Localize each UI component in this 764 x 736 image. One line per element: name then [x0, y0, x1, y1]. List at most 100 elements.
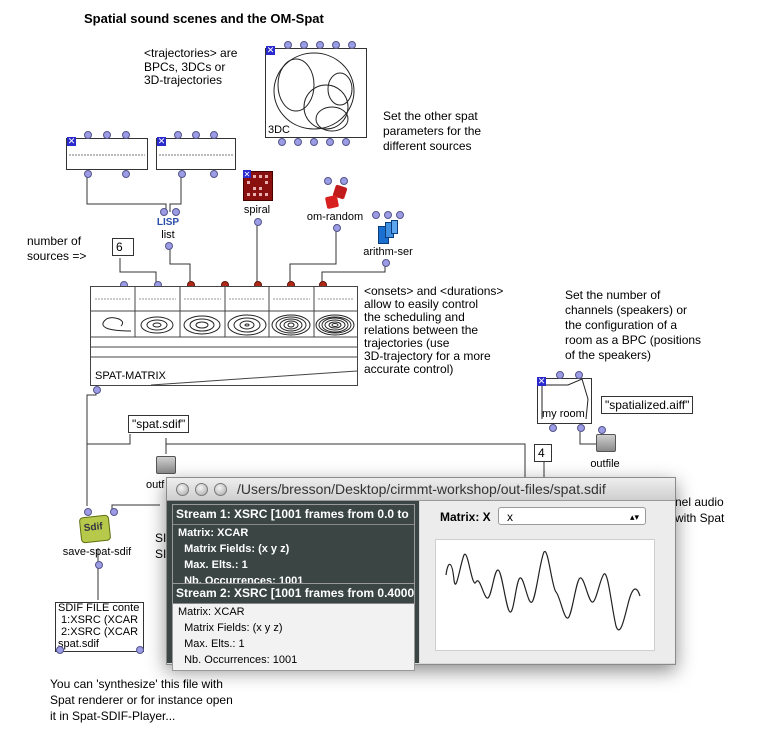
stream-matrix: Matrix: XCAR: [178, 527, 249, 539]
note-onsets-7: accurate control): [364, 362, 454, 376]
outlet[interactable]: [278, 138, 286, 146]
inlet[interactable]: [340, 177, 348, 185]
bpc-box-1[interactable]: [66, 138, 148, 170]
outlet[interactable]: [210, 170, 218, 178]
lock-icon[interactable]: ✕: [537, 376, 546, 386]
zoom-button[interactable]: [214, 483, 227, 496]
window-title: /Users/bresson/Desktop/cirmmt-workshop/o…: [237, 481, 606, 497]
inlet[interactable]: [103, 131, 111, 139]
note-synth-1: You can 'synthesize' this file with: [50, 677, 223, 691]
note-synth-2: Spat renderer or for instance open: [50, 693, 233, 707]
spiral-label: spiral: [243, 204, 271, 216]
stream-fields: Matrix Fields: (x y z): [178, 543, 290, 555]
outlet[interactable]: [122, 170, 130, 178]
inlet[interactable]: [372, 211, 380, 219]
aiff-name-value[interactable]: "spatialized.aiff": [601, 396, 694, 414]
room-bpc-box[interactable]: my room: [537, 378, 592, 424]
nsources-value[interactable]: 6: [112, 238, 134, 256]
outlet[interactable]: [56, 646, 64, 654]
outlet[interactable]: [93, 386, 101, 394]
inlet[interactable]: [284, 41, 292, 49]
close-button[interactable]: [176, 483, 189, 496]
inlet[interactable]: [84, 508, 92, 516]
inlet[interactable]: [160, 208, 168, 216]
list-label[interactable]: list: [161, 229, 175, 241]
folder-icon[interactable]: [596, 434, 616, 452]
inlet[interactable]: [348, 41, 356, 49]
note-other-1: Set the other spat: [383, 109, 478, 123]
outlet[interactable]: [577, 424, 585, 432]
note-partial-1: nel audio: [675, 495, 724, 509]
note-trajectories-2: BPCs, 3DCs or: [144, 60, 226, 74]
inlet[interactable]: [110, 508, 118, 516]
channels-value[interactable]: 4: [534, 444, 552, 462]
inlet[interactable]: [210, 131, 218, 139]
sdif-file-line-4: spat.sdif: [58, 638, 99, 650]
outlet[interactable]: [294, 138, 302, 146]
save-spat-sdif-label: save-spat-sdif: [62, 546, 132, 558]
inlet[interactable]: [316, 41, 324, 49]
outlet[interactable]: [342, 138, 350, 146]
lock-icon[interactable]: ✕: [67, 136, 76, 146]
sdif-file-line-3: 2:XSRC (XCAR: [58, 626, 139, 638]
lock-icon[interactable]: ✕: [157, 136, 166, 146]
matrix-field-label: Matrix: X: [440, 510, 491, 524]
inlet[interactable]: [396, 211, 404, 219]
inlet[interactable]: [324, 177, 332, 185]
note-onsets-1: <onsets> and <durations>: [364, 284, 504, 298]
note-trajectories-3: 3D-trajectories: [144, 73, 223, 87]
outlet[interactable]: [136, 646, 144, 654]
outlet[interactable]: [165, 242, 173, 250]
note-channels-4: room as a BPC (positions: [565, 333, 702, 347]
sdif-viewer-window[interactable]: /Users/bresson/Desktop/cirmmt-workshop/o…: [166, 477, 676, 671]
spat-matrix-box[interactable]: SPAT-MATRIX: [90, 286, 358, 386]
inlet[interactable]: [384, 211, 392, 219]
inlet[interactable]: [300, 41, 308, 49]
inlet[interactable]: [84, 131, 92, 139]
stream-item[interactable]: Stream 2: XSRC [1001 frames from 0.4000 …: [172, 583, 415, 671]
inlet[interactable]: [174, 131, 182, 139]
inlet[interactable]: [575, 371, 583, 379]
lock-icon[interactable]: ✕: [243, 170, 251, 179]
minimize-button[interactable]: [195, 483, 208, 496]
note-onsets-5: trajectories (use: [364, 336, 450, 350]
outlet[interactable]: [549, 424, 557, 432]
sdif-file-line-2: 1:XSRC (XCAR: [58, 614, 139, 626]
3dc-box[interactable]: 3DC: [265, 48, 367, 138]
sdif-name-value[interactable]: "spat.sdif": [128, 415, 190, 433]
window-titlebar[interactable]: /Users/bresson/Desktop/cirmmt-workshop/o…: [167, 478, 675, 501]
bpc-box-2[interactable]: [156, 138, 236, 170]
outlet[interactable]: [254, 218, 262, 226]
outlet[interactable]: [382, 259, 390, 267]
arithm-ser-label: arithm-ser: [363, 246, 413, 258]
outlet[interactable]: [84, 170, 92, 178]
3dc-curves-icon: [273, 52, 355, 132]
inlet[interactable]: [332, 41, 340, 49]
outlet[interactable]: [326, 138, 334, 146]
folder-icon[interactable]: [156, 456, 176, 474]
note-channels-3: the configuration of a: [565, 318, 678, 332]
spiral-icon[interactable]: [243, 171, 273, 201]
field-select[interactable]: x ▴▾: [498, 507, 646, 525]
outlet[interactable]: [178, 170, 186, 178]
inlet[interactable]: [556, 371, 564, 379]
spat-matrix-label: SPAT-MATRIX: [95, 370, 166, 382]
lisp-icon: LISP: [156, 217, 180, 228]
outfile-partial-label: outf: [146, 479, 165, 491]
note-channels-5: of the speakers): [565, 348, 652, 362]
outlet[interactable]: [310, 138, 318, 146]
inlet[interactable]: [598, 426, 606, 434]
stream-item[interactable]: Stream 1: XSRC [1001 frames from 0.0 to …: [172, 504, 415, 592]
outlet[interactable]: [333, 224, 341, 232]
inlet[interactable]: [192, 131, 200, 139]
sdif-icon[interactable]: Sdif: [78, 514, 112, 544]
inlet[interactable]: [122, 131, 130, 139]
note-partial-2: with Spat: [675, 511, 725, 525]
note-onsets-3: the scheduling and: [364, 310, 465, 324]
stream-max-elts: Max. Elts.: 1: [178, 559, 248, 571]
note-onsets-2: allow to easily control: [364, 297, 479, 311]
inlet[interactable]: [172, 208, 180, 216]
outlet[interactable]: [95, 561, 103, 569]
sdif-file-box[interactable]: SDIF FILE conte 1:XSRC (XCAR 2:XSRC (XCA…: [55, 602, 144, 652]
lock-icon[interactable]: ✕: [266, 45, 275, 55]
